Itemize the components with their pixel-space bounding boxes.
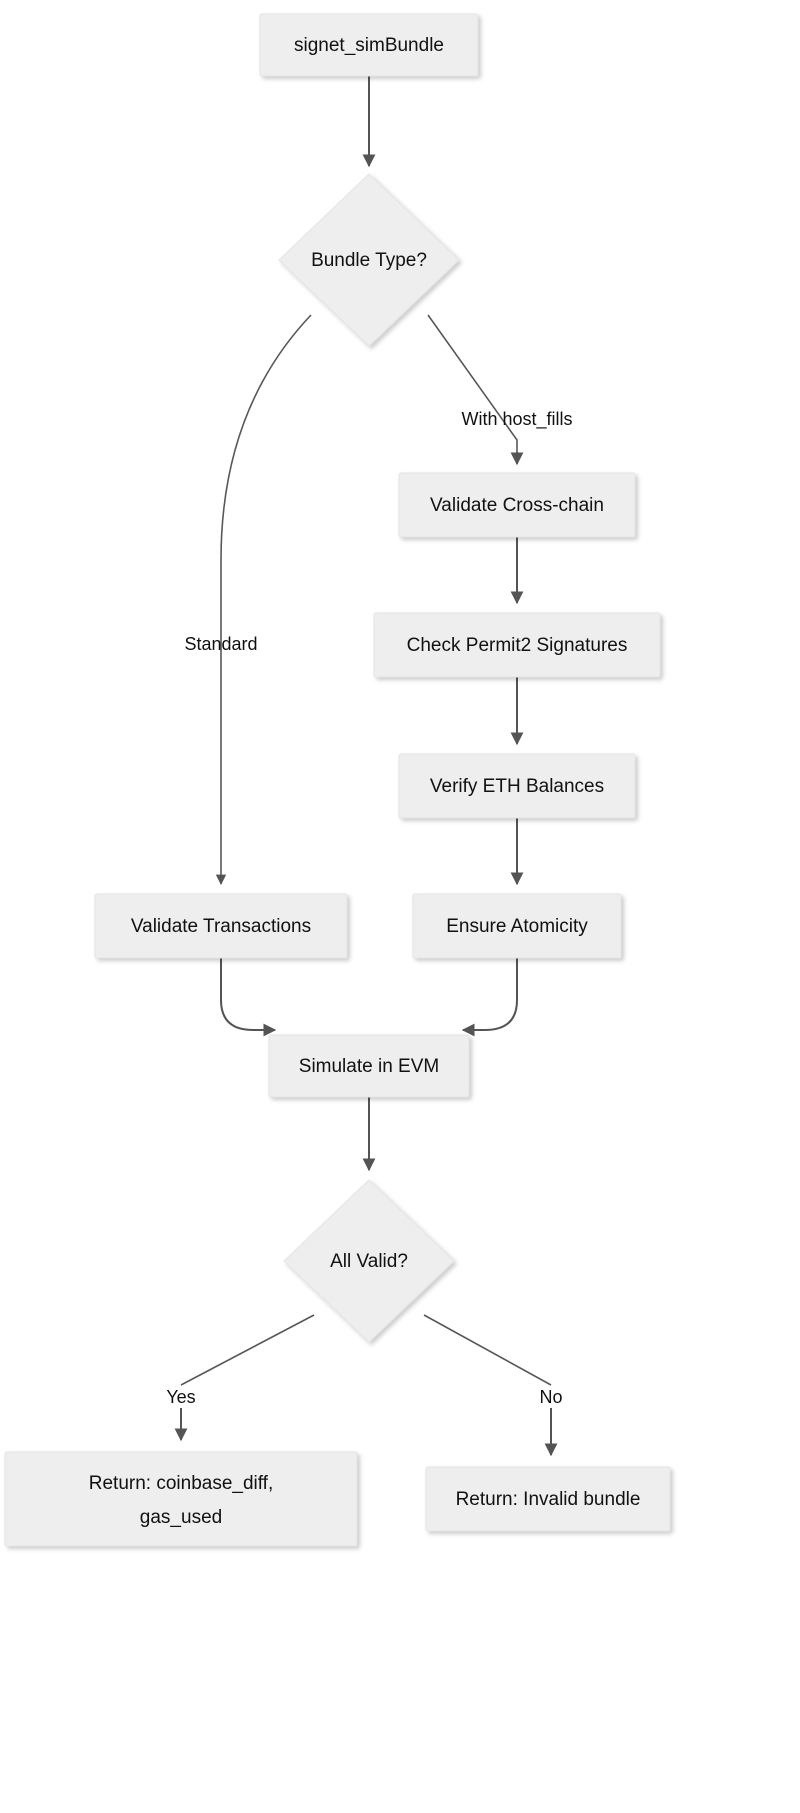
node-rect [398, 753, 636, 819]
edge-path [461, 958, 518, 1037]
nodes-layer: signet_simBundle Bundle Type? Validate C… [4, 13, 671, 1547]
node-rect [412, 893, 622, 959]
node-label: Simulate in EVM [299, 1056, 439, 1077]
node-label: All Valid? [330, 1251, 408, 1272]
edge-path [423, 1314, 552, 1386]
node-label-line-2: gas_used [140, 1507, 222, 1528]
node-all-valid[interactable]: All Valid? [283, 1179, 455, 1343]
edge-validate-transactions-to-simulate [220, 958, 277, 1037]
node-label-line-1: Return: coinbase_diff, [89, 1473, 274, 1494]
node-rect [425, 1466, 671, 1532]
edge-path [215, 314, 312, 886]
edge-bundle-type-to-validate-transactions: Standard [184, 314, 312, 886]
node-diamond [283, 1179, 455, 1343]
node-simulate-in-evm[interactable]: Simulate in EVM [268, 1034, 470, 1098]
node-return-invalid[interactable]: Return: Invalid bundle [425, 1466, 671, 1532]
edge-label-standard: Standard [184, 634, 257, 654]
edge-bundle-type-to-validate-cross-chain: With host_fills [427, 314, 573, 466]
edge-all-valid-to-return-invalid: No [423, 1314, 563, 1457]
edge-label-with-host-fills: With host_fills [461, 409, 572, 430]
edge-label-no: No [539, 1387, 562, 1407]
edge-ensure-atomicity-to-simulate [461, 958, 518, 1037]
edge-all-valid-to-return-success: Yes [166, 1314, 315, 1442]
node-verify-eth-balances[interactable]: Verify ETH Balances [398, 753, 636, 819]
node-ensure-atomicity[interactable]: Ensure Atomicity [412, 893, 622, 959]
node-bundle-type[interactable]: Bundle Type? [278, 173, 460, 347]
edge-path [180, 1314, 315, 1386]
node-label: Bundle Type? [311, 250, 427, 271]
node-label: Verify ETH Balances [430, 776, 604, 797]
node-label: Return: Invalid bundle [456, 1489, 641, 1510]
node-validate-cross-chain[interactable]: Validate Cross-chain [398, 472, 636, 538]
node-signet-simbundle[interactable]: signet_simBundle [259, 13, 479, 77]
edge-label-yes: Yes [166, 1387, 195, 1407]
node-rect [373, 612, 661, 678]
node-rect [4, 1451, 358, 1547]
node-rect [398, 472, 636, 538]
edge-path [427, 314, 518, 462]
node-check-permit2-signatures[interactable]: Check Permit2 Signatures [373, 612, 661, 678]
node-label: Validate Transactions [131, 916, 311, 937]
node-label: signet_simBundle [294, 35, 444, 56]
node-rect [94, 893, 348, 959]
node-rect [268, 1034, 470, 1098]
node-return-success[interactable]: Return: coinbase_diff, gas_used [4, 1451, 358, 1547]
node-validate-transactions[interactable]: Validate Transactions [94, 893, 348, 959]
node-rect [259, 13, 479, 77]
edges-layer: Standard With host_fills [166, 76, 573, 1457]
node-label: Validate Cross-chain [430, 495, 604, 516]
node-label: Check Permit2 Signatures [407, 635, 628, 656]
node-diamond [278, 173, 460, 347]
edge-path [220, 958, 277, 1037]
node-label: Ensure Atomicity [446, 916, 588, 937]
